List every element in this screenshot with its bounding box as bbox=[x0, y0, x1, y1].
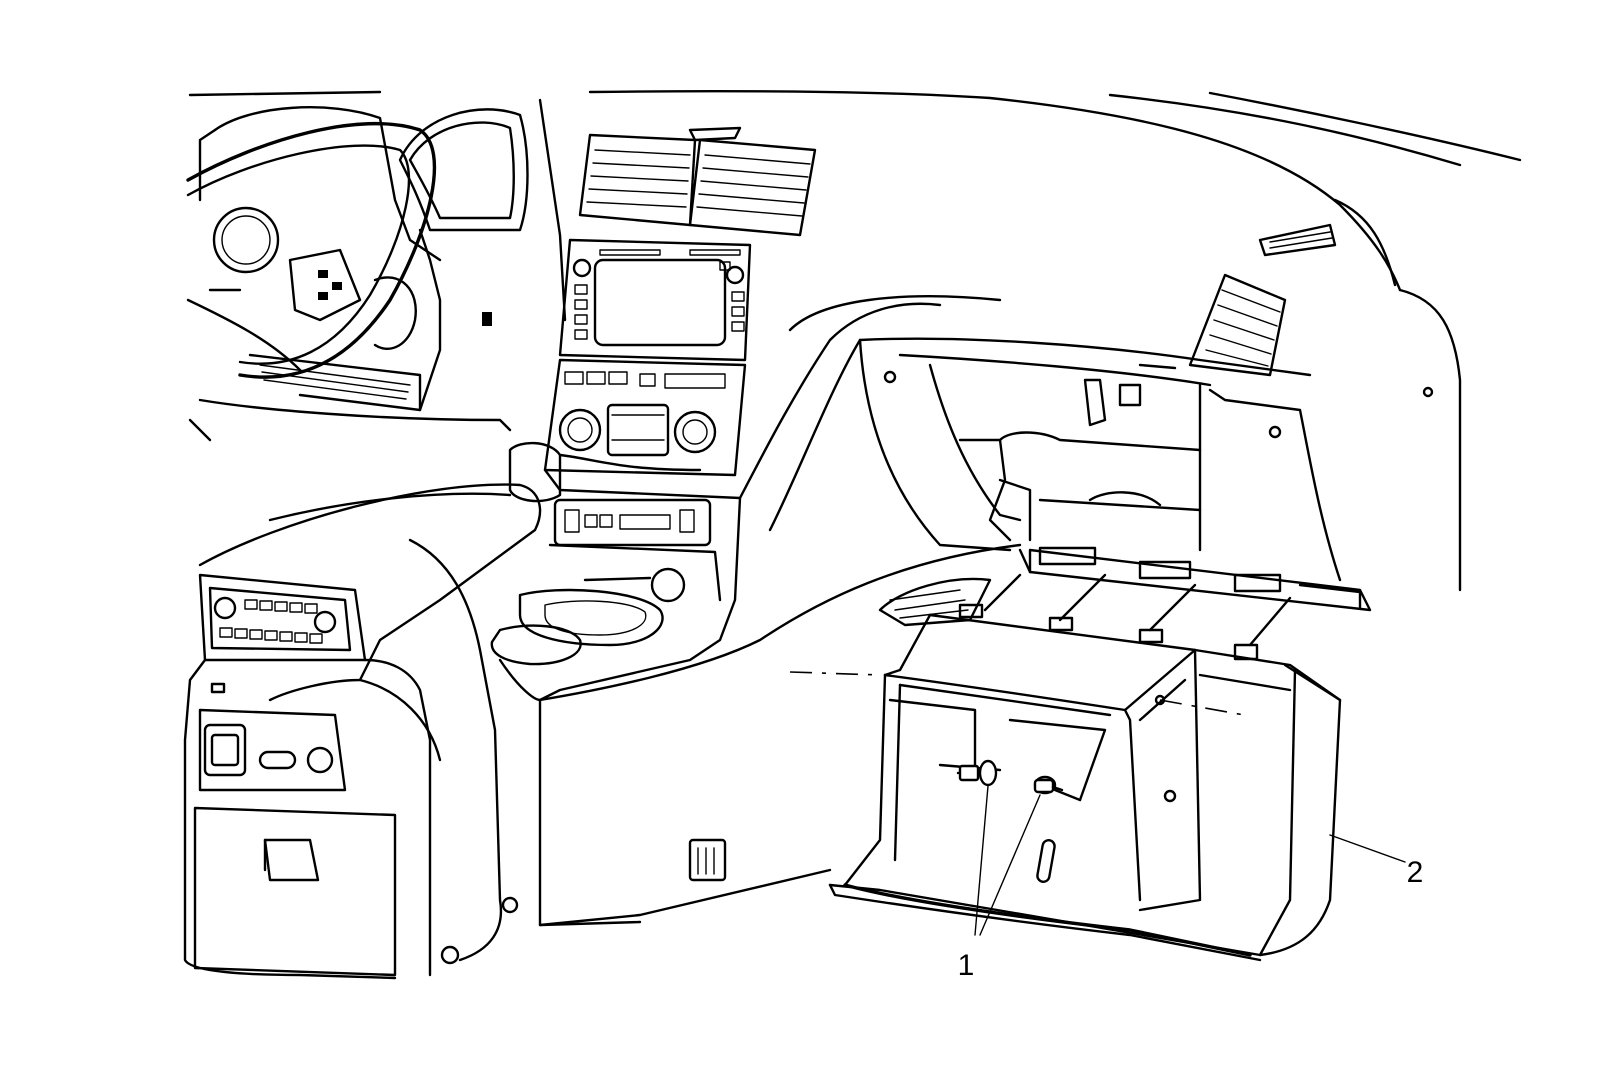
switch-small bbox=[482, 312, 492, 326]
console-side-trim bbox=[538, 543, 1022, 927]
instrument-cluster bbox=[198, 98, 567, 322]
center-air-vents bbox=[578, 126, 817, 237]
wheel-controls bbox=[288, 248, 362, 322]
radio-navigation-unit bbox=[558, 238, 752, 362]
console-knob bbox=[650, 567, 686, 603]
rear-storage-door bbox=[193, 806, 397, 977]
screw-left bbox=[956, 759, 998, 787]
callout-label-2: 2 bbox=[1407, 856, 1424, 889]
rear-console bbox=[183, 483, 542, 980]
callout-label-1: 1 bbox=[958, 949, 975, 982]
screw-right bbox=[1033, 775, 1064, 795]
side-vent bbox=[688, 838, 727, 882]
cupholder-front bbox=[518, 588, 664, 647]
dash-top-outline bbox=[188, 90, 1522, 592]
shifter bbox=[508, 441, 562, 503]
floor-console bbox=[490, 295, 1002, 702]
hinge-arms bbox=[958, 573, 1292, 661]
horn-pad bbox=[212, 206, 280, 274]
screws bbox=[956, 759, 1064, 795]
hinge-rail bbox=[1028, 548, 1372, 612]
steering-column bbox=[188, 228, 512, 442]
centerline-right bbox=[1159, 699, 1251, 717]
steering-wheel bbox=[186, 122, 437, 379]
navigation-screen bbox=[593, 258, 727, 347]
climate-control-panel bbox=[543, 358, 747, 477]
right-side-air-vent bbox=[1138, 223, 1337, 377]
floor-air-duct bbox=[878, 577, 992, 627]
leader-lines bbox=[974, 785, 1406, 936]
cupholder-rear bbox=[490, 624, 582, 666]
glove-box-opening bbox=[858, 337, 1434, 612]
glove-box-slot bbox=[1036, 839, 1056, 883]
power-outlet-panel bbox=[198, 708, 347, 792]
glove-box-assembly bbox=[828, 613, 1342, 962]
latch-striker bbox=[1083, 378, 1107, 427]
centerline-left bbox=[789, 671, 881, 676]
hazard-switch bbox=[688, 126, 742, 142]
